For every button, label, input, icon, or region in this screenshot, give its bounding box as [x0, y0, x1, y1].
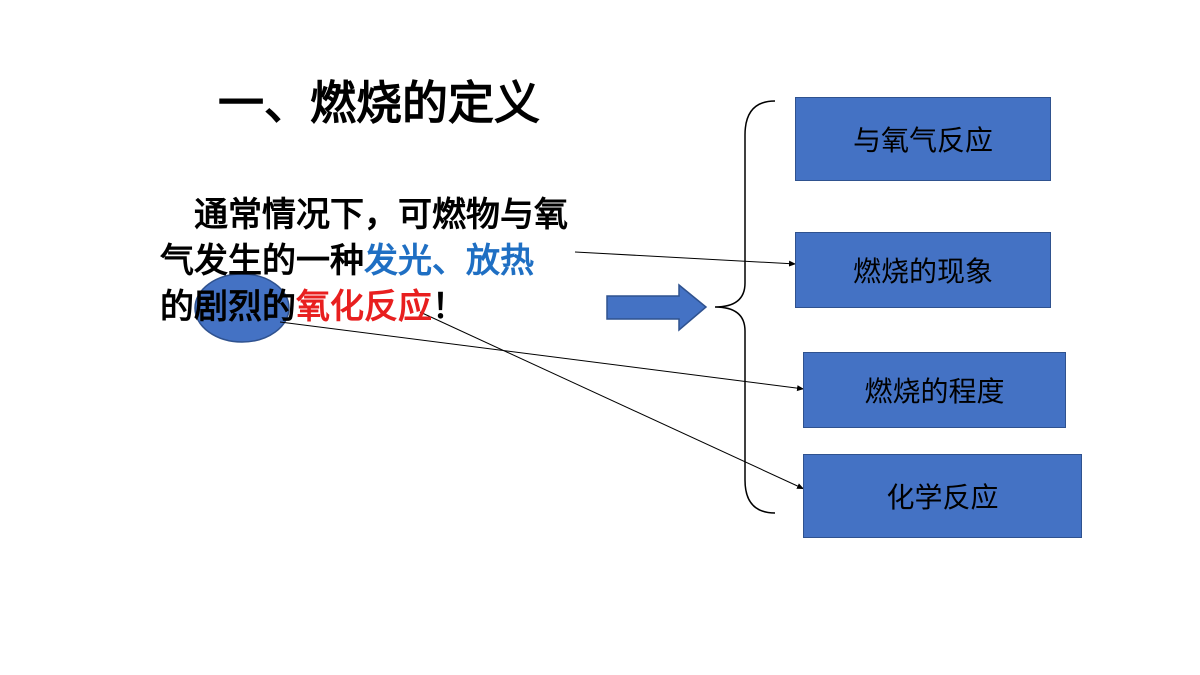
slide-title: 一、燃烧的定义 — [218, 76, 540, 130]
definition-line-3: 的剧烈的氧化反应！ — [160, 284, 640, 330]
box-react-with-oxygen: 与氧气反应 — [795, 97, 1051, 181]
definition-line-3-end: ！ — [432, 287, 466, 327]
box-react-with-oxygen-label: 与氧气反应 — [852, 124, 993, 157]
connector-line-chemical — [419, 311, 805, 490]
definition-line-3-text: 的剧烈的 — [160, 287, 296, 327]
definition-text: 通常情况下，可燃物与氧 气发生的一种发光、放热 的剧烈的氧化反应！ — [160, 192, 640, 330]
highlight-light-heat: 发光、放热 — [364, 241, 534, 281]
definition-line-2: 气发生的一种发光、放热 — [160, 238, 640, 284]
right-arrow-icon — [606, 283, 708, 332]
highlight-oxidation: 氧化反应 — [296, 287, 432, 327]
box-chemical-reaction: 化学反应 — [803, 454, 1082, 538]
connector-line-degree — [279, 321, 805, 392]
box-combustion-phenomenon: 燃烧的现象 — [795, 232, 1051, 308]
box-combustion-degree-label: 燃烧的程度 — [864, 375, 1005, 408]
connector-line-phenomenon — [574, 251, 797, 267]
definition-line-1-text: 通常情况下，可燃物与氧 — [194, 195, 568, 235]
definition-line-1: 通常情况下，可燃物与氧 — [160, 192, 640, 238]
definition-line-2-text: 气发生的一种 — [160, 241, 364, 281]
box-chemical-reaction-label: 化学反应 — [886, 481, 999, 514]
highlight-ellipse — [194, 273, 290, 343]
curly-brace — [714, 100, 776, 514]
box-combustion-phenomenon-label: 燃烧的现象 — [852, 255, 993, 288]
box-combustion-degree: 燃烧的程度 — [803, 352, 1066, 428]
